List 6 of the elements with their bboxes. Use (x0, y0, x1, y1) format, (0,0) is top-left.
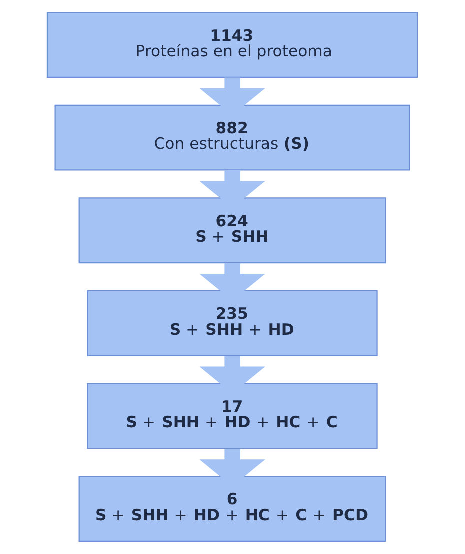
node-box: 6 S + SHH + HD + HC + C + PCD (78, 476, 386, 542)
node-box: 17 S + SHH + HD + HC + C (87, 383, 378, 450)
node-box: 624 S + SHH (78, 198, 386, 264)
node-box: 1143 Proteínas en el proteoma (46, 12, 418, 78)
node-box: 235 S + SHH + HD (87, 290, 378, 356)
node-box: 882 Con estructuras (S) (54, 104, 410, 171)
